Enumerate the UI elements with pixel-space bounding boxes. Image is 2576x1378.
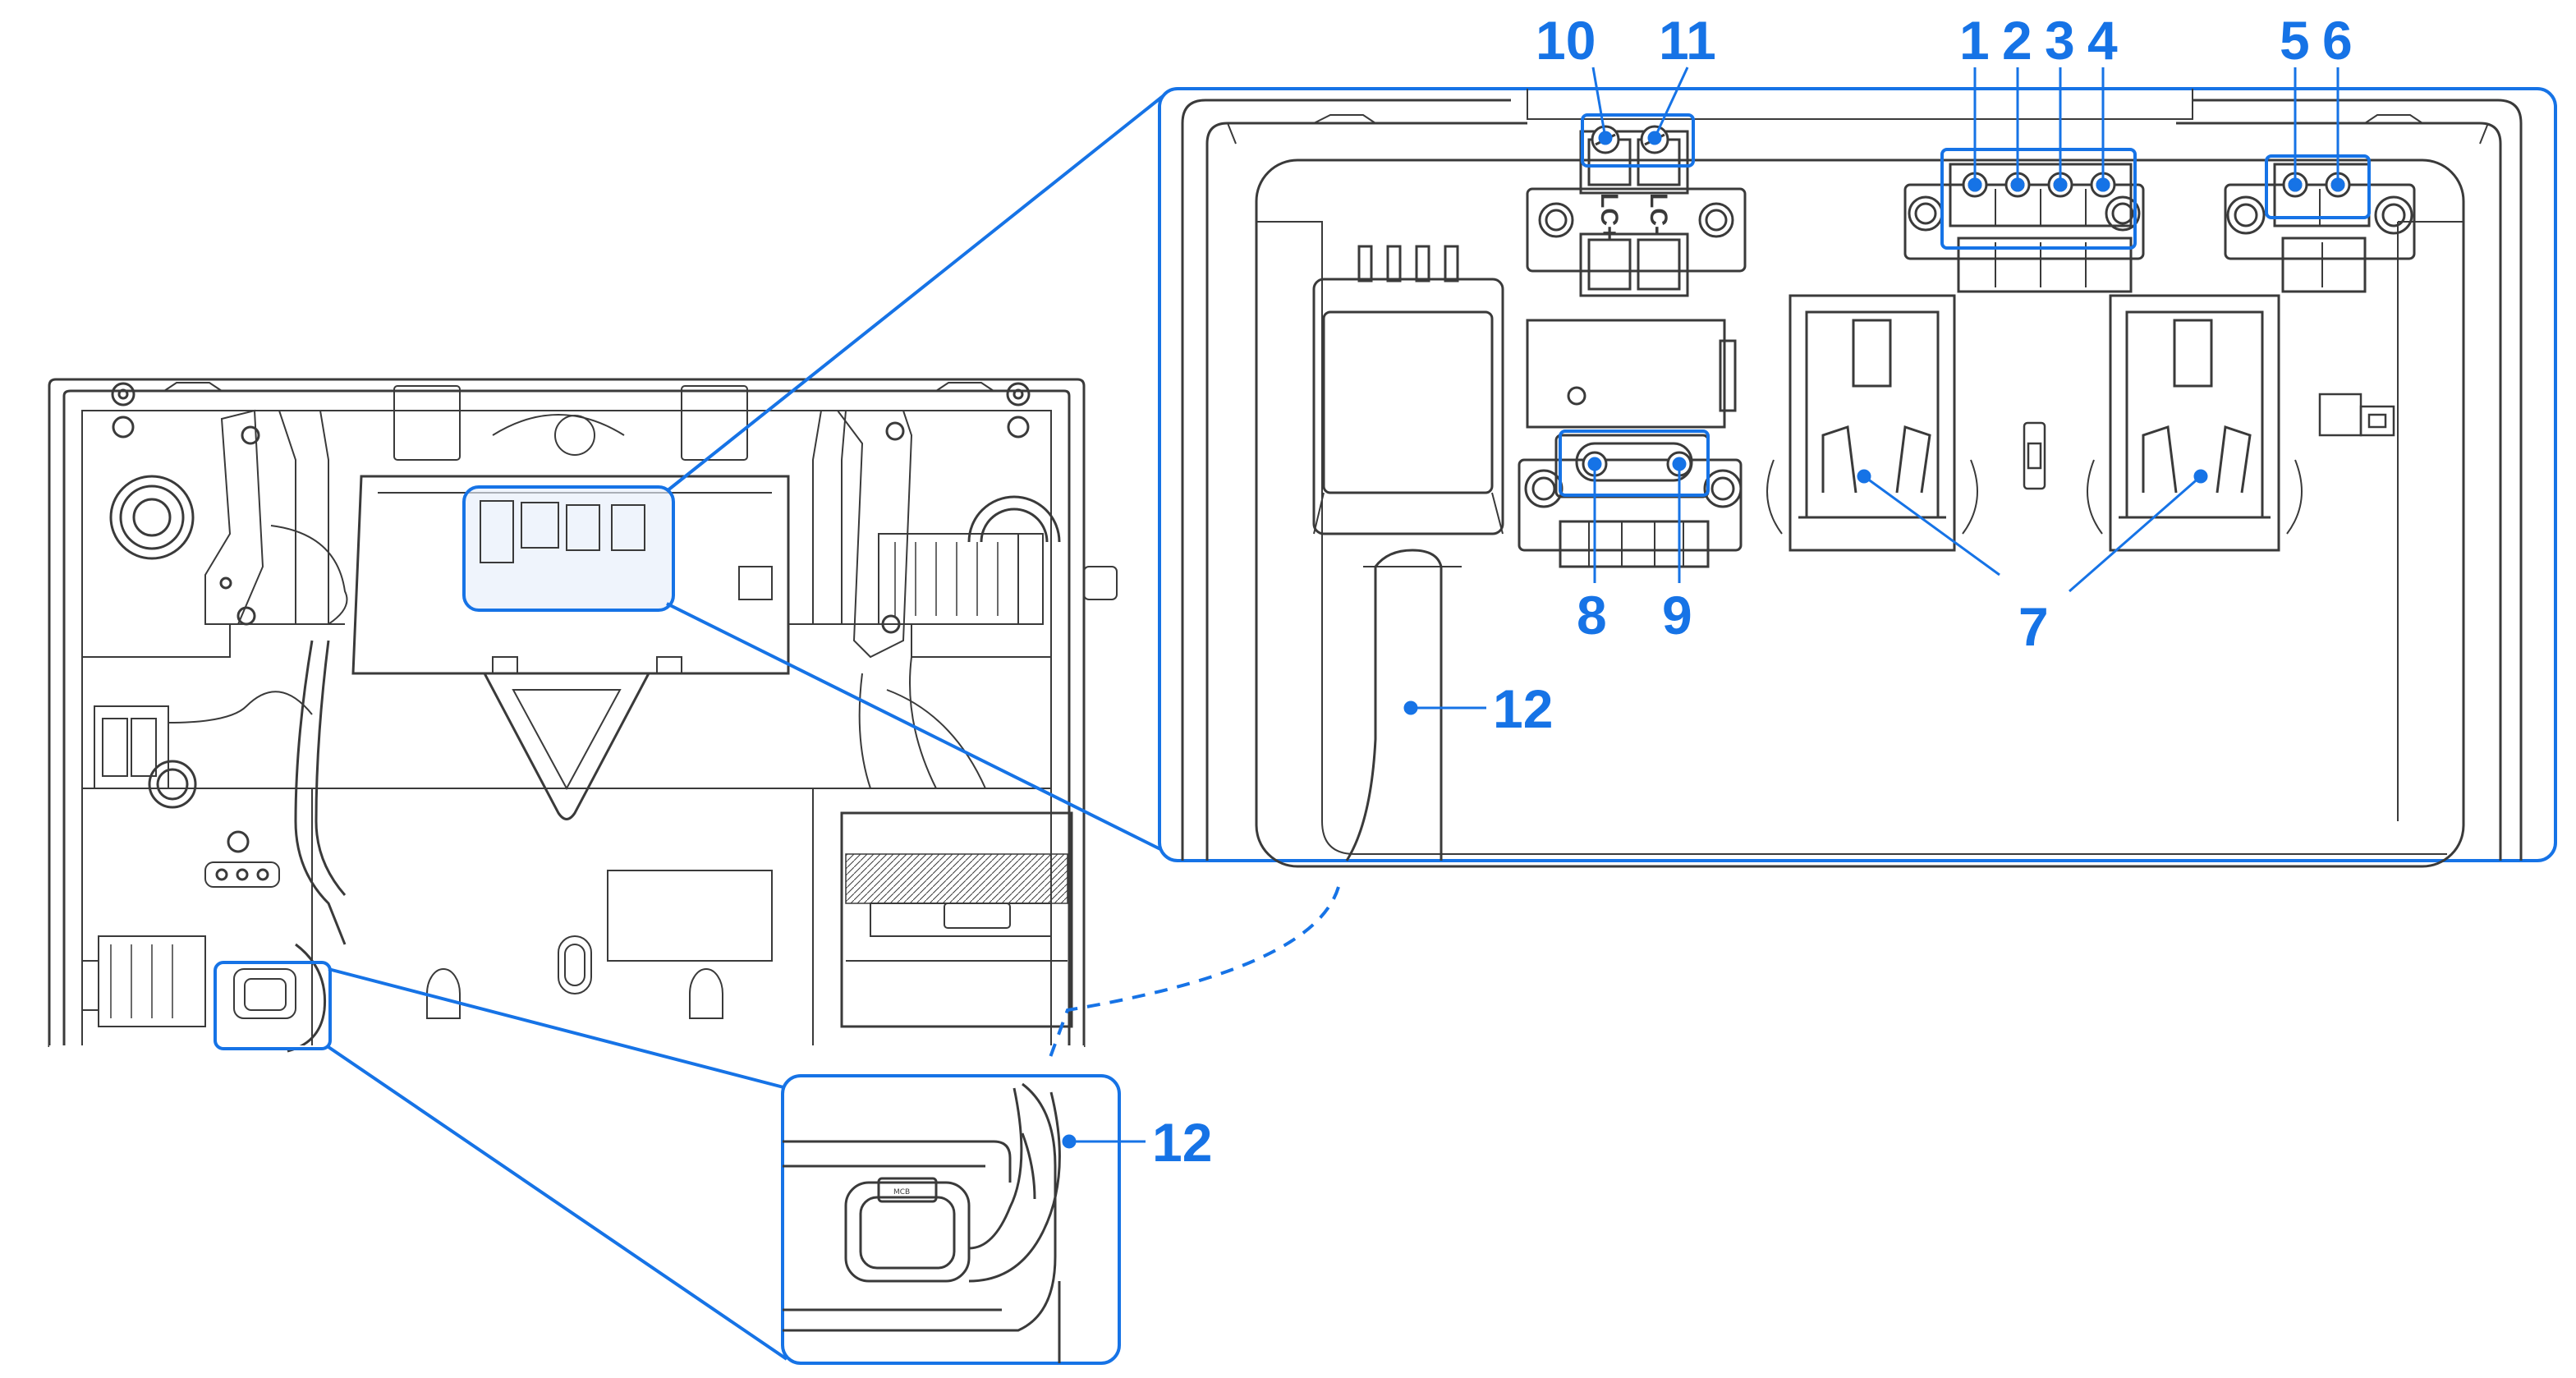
- zoom-source-connector-highlight: [214, 961, 332, 1050]
- zoom-panel-connector: MCB: [781, 1074, 1121, 1365]
- callout-10: 10: [1536, 10, 1596, 71]
- callout-7: 7: [2018, 596, 2049, 657]
- lc-minus-label: LC-: [1645, 193, 1672, 234]
- cable-icon: [1345, 549, 1443, 861]
- callout-11: 11: [1659, 10, 1716, 71]
- usb-port-icon: [2087, 294, 2303, 552]
- callout-1: 1: [1959, 10, 1990, 71]
- switch-icon: [2023, 421, 2046, 490]
- callout-12-connector: 12: [1152, 1112, 1212, 1173]
- ribbon-connector-module: [1312, 245, 1504, 567]
- device-overview: [48, 378, 1118, 1053]
- callout-2: 2: [2002, 10, 2032, 71]
- terminal-block-8-9: [1518, 434, 1743, 568]
- callout-4: 4: [2087, 10, 2118, 71]
- callout-9: 9: [1662, 585, 1692, 645]
- callout-numbers: 10 11 1 2 3 4 5 6 8 9 7 12 12: [1152, 10, 2353, 1173]
- connector-tiny-label: MCB: [893, 1188, 910, 1197]
- clip-icon: [2318, 393, 2395, 437]
- callout-8: 8: [1577, 585, 1607, 645]
- lc-plus-label: LC+: [1596, 193, 1623, 241]
- callout-5: 5: [2280, 10, 2310, 71]
- lc-terminal-block: [1526, 125, 1747, 429]
- callout-3: 3: [2045, 10, 2075, 71]
- callout-12-main: 12: [1493, 678, 1553, 739]
- zoom-leader-lines: [327, 89, 1340, 1361]
- callout-6: 6: [2322, 10, 2353, 71]
- zoom-source-highlight: [462, 485, 675, 612]
- callout-leaders: [1062, 67, 2345, 1149]
- usb-port-icon: [1766, 294, 1978, 552]
- highlight-boxes: [1559, 113, 2371, 497]
